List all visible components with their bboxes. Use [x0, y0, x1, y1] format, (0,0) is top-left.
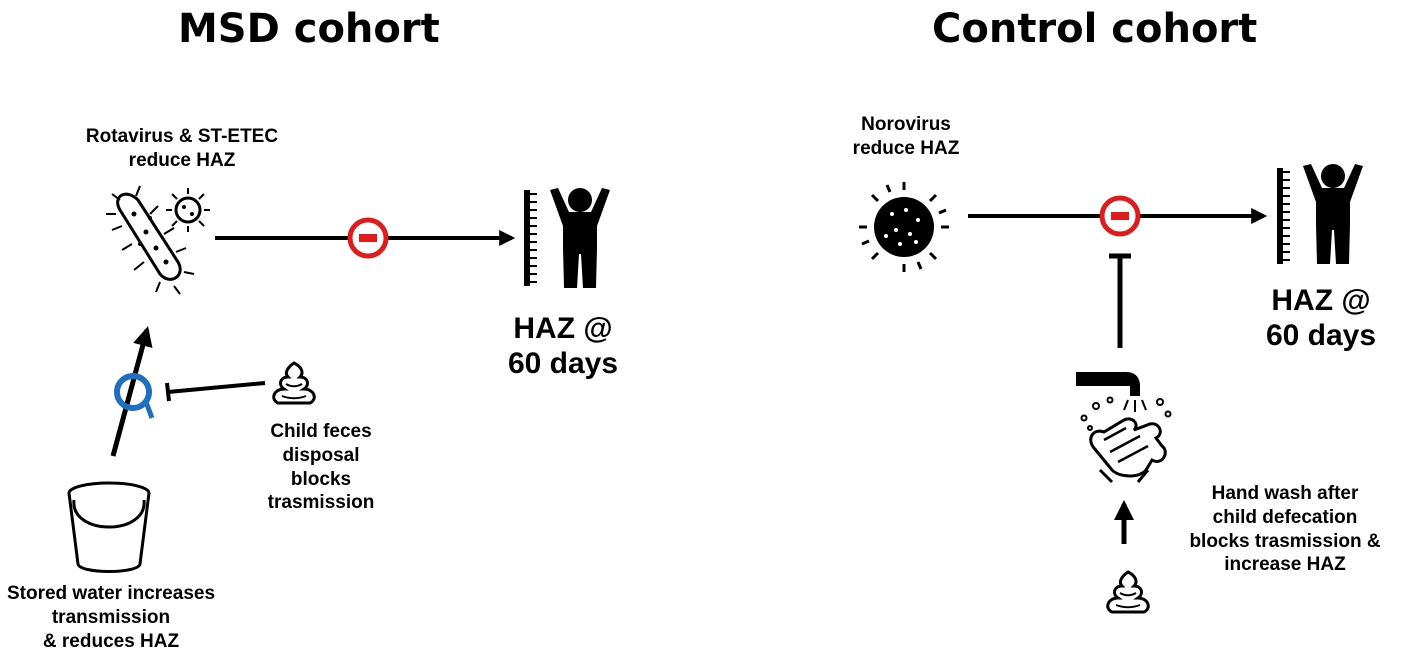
control-wash-label-line4: increase HAZ [1224, 554, 1346, 576]
msd-growth-ruler-icon [523, 189, 538, 287]
control-pathogen-label-line1: Norovirus [861, 114, 951, 135]
control-pathogen-label-line2: reduce HAZ [852, 137, 960, 159]
control-wash-label-line1: Hand wash after [1211, 483, 1359, 504]
msd-feces-block-bar [165, 382, 171, 402]
msd-feces-label-line1: Child feces [270, 421, 372, 442]
msd-pathogen-label: Rotavirus & ST-ETEC reduce HAZ [52, 125, 312, 173]
control-growth-ruler-icon [1276, 167, 1291, 265]
control-feces-icon [1106, 570, 1150, 614]
msd-water-label-line1: Stored water increases [6, 583, 216, 604]
msd-modifier-circle-icon [114, 373, 155, 419]
msd-feces-label-line4: trasmission [267, 492, 375, 514]
msd-water-label: Stored water increases transmission & re… [0, 582, 222, 653]
norovirus-icon [859, 182, 949, 272]
msd-feces-label-line3: blocks [290, 468, 352, 490]
msd-child-icon [550, 188, 610, 288]
control-negative-sign-icon [1102, 198, 1138, 234]
control-outcome-label-line2: 60 days [1265, 318, 1377, 352]
msd-pathogen-label-line1: Rotavirus & ST-ETEC [85, 126, 279, 147]
control-wash-label-line3: blocks trasmission & [1189, 530, 1381, 552]
control-cohort-title: Control cohort [932, 6, 1258, 52]
msd-feces-icon [272, 361, 316, 405]
virus-icon [166, 188, 210, 232]
msd-outcome-label-line2: 60 days [507, 346, 619, 380]
msd-feces-block-line [167, 381, 266, 394]
bucket-icon [67, 481, 151, 573]
control-outcome-label-line1: HAZ @ [1271, 284, 1371, 317]
handwash-icon [1076, 372, 1172, 484]
msd-transmission-arrow [110, 326, 153, 457]
control-wash-label: Hand wash after child defecation blocks … [1180, 482, 1390, 577]
msd-feces-label: Child feces disposal blocks trasmission [236, 420, 406, 515]
msd-outcome-label: HAZ @ 60 days [478, 312, 648, 381]
msd-water-label-line2: transmission [51, 606, 171, 628]
msd-feces-label-line2: disposal [282, 444, 360, 466]
control-child-icon [1303, 164, 1363, 264]
bacteria-icon [106, 185, 195, 295]
control-wash-label-line2: child defecation [1212, 506, 1358, 528]
msd-negative-sign-icon [350, 220, 386, 256]
msd-pathogen-label-line2: reduce HAZ [128, 149, 236, 171]
control-outcome-label: HAZ @ 60 days [1236, 284, 1406, 353]
msd-outcome-label-line1: HAZ @ [513, 312, 613, 345]
control-pathogen-label: Norovirus reduce HAZ [806, 113, 1006, 161]
msd-cohort-title: MSD cohort [178, 6, 440, 52]
msd-water-label-line3: & reduces HAZ [42, 630, 180, 652]
